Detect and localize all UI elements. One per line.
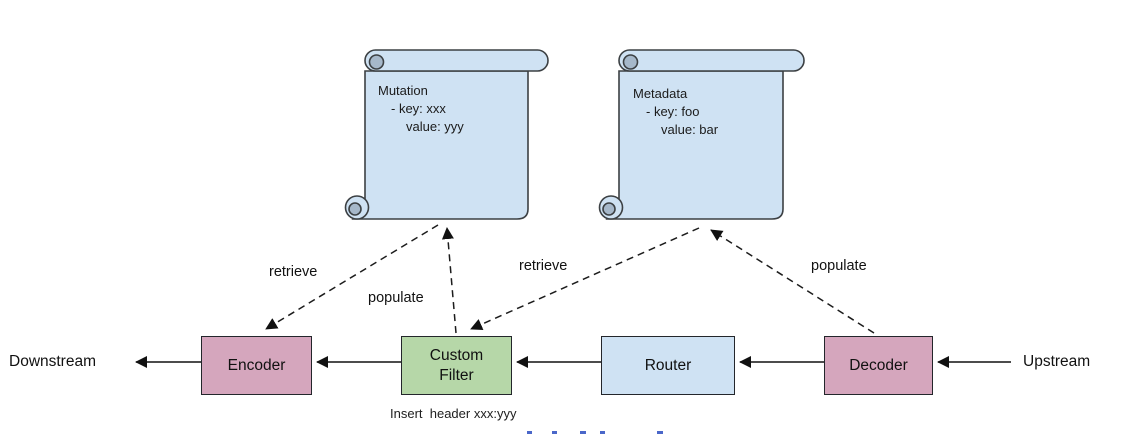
mutation-note-value: value: yyy <box>406 119 464 134</box>
dashed-arrows <box>265 224 875 334</box>
mutation-note-text: Mutation - key: xxx value: yyy <box>378 82 464 136</box>
retrieve-left-label: retrieve <box>269 264 318 280</box>
populate-right-label: populate <box>811 258 867 274</box>
encoder-node-label: Encoder <box>227 356 286 374</box>
router-node-label: Router <box>644 356 692 374</box>
metadata-note-value: value: bar <box>661 122 719 137</box>
arrow-populate-filter-to-mutation <box>441 227 457 334</box>
metadata-note-title: Metadata <box>633 86 688 101</box>
custom-filter-node-label: Custom Filter <box>429 347 484 384</box>
encoder-node: Encoder <box>201 336 312 395</box>
mutation-note-title: Mutation <box>378 83 428 98</box>
arrow-populate-decoder-to-metadata <box>710 229 875 334</box>
populate-left-label: populate <box>368 290 424 306</box>
metadata-scroll-shape <box>598 49 805 220</box>
custom-filter-node: Custom Filter <box>401 336 512 395</box>
decoder-node: Decoder <box>824 336 933 395</box>
mutation-note-key: - key: xxx <box>391 101 446 116</box>
downstream-label: Downstream <box>9 353 96 370</box>
upstream-label: Upstream <box>1023 353 1091 370</box>
insert-header-caption: Insert header xxx:yyy <box>390 406 517 421</box>
cutoff-text-fragment <box>657 431 663 434</box>
metadata-note-key: - key: foo <box>646 104 700 119</box>
cutoff-text-fragment <box>552 431 557 434</box>
cutoff-text-fragment <box>580 431 586 434</box>
decoder-node-label: Decoder <box>849 356 908 374</box>
router-node: Router <box>601 336 735 395</box>
retrieve-right-label: retrieve <box>519 258 568 274</box>
mutation-scroll-shape <box>344 49 549 220</box>
metadata-note-text: Metadata - key: foo value: bar <box>633 85 718 139</box>
cutoff-text-fragment <box>527 431 532 434</box>
cutoff-text-fragment <box>600 431 605 434</box>
arrow-retrieve-mutation-to-encoder <box>265 224 439 330</box>
arrow-retrieve-metadata-to-filter <box>470 227 700 331</box>
